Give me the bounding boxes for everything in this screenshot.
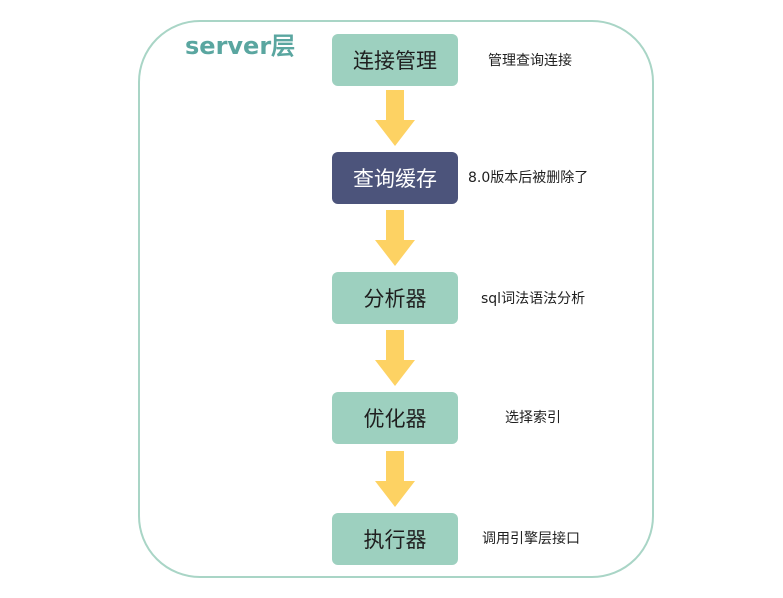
stage-executor: 执行器 xyxy=(332,513,458,565)
note-analyzer: sql词法语法分析 xyxy=(481,291,586,307)
stage-connection-management: 连接管理 xyxy=(332,34,458,86)
stage-optimizer: 优化器 xyxy=(332,392,458,444)
note-query-cache: 8.0版本后被删除了 xyxy=(468,170,589,186)
note-executor: 调用引擎层接口 xyxy=(482,531,580,547)
note-connection-management: 管理查询连接 xyxy=(488,53,572,69)
stage-analyzer: 分析器 xyxy=(332,272,458,324)
down-arrow-icon xyxy=(375,451,415,507)
stage-query-cache: 查询缓存 xyxy=(332,152,458,204)
note-optimizer: 选择索引 xyxy=(505,410,561,426)
down-arrow-icon xyxy=(375,90,415,146)
layer-title: server层 xyxy=(185,32,296,60)
down-arrow-icon xyxy=(375,330,415,386)
down-arrow-icon xyxy=(375,210,415,266)
